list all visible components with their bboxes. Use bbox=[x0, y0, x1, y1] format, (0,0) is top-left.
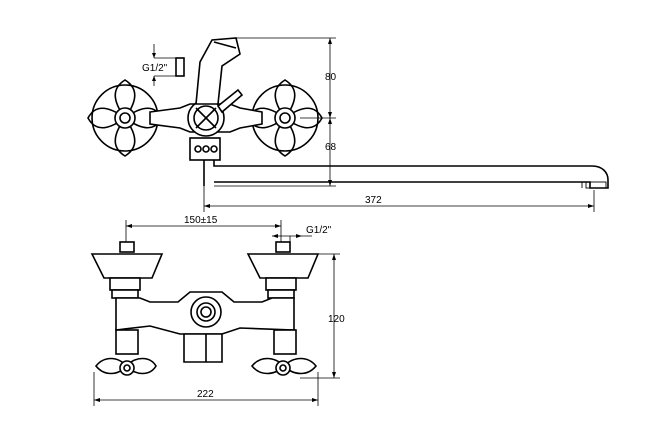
front-left-handle bbox=[90, 241, 164, 299]
front-body bbox=[115, 291, 295, 363]
dim-68-label: 68 bbox=[325, 142, 337, 153]
top-shower-outlet bbox=[175, 37, 241, 105]
front-view: 150±15 G1/2" bbox=[90, 215, 345, 406]
top-thread-label: G1/2" bbox=[142, 63, 168, 74]
dim-80-label: 80 bbox=[325, 72, 337, 83]
top-left-cross-handle bbox=[87, 79, 163, 157]
top-thread-callout: G1/2" bbox=[142, 44, 176, 86]
top-vertical-dimensions: 80 68 bbox=[214, 37, 337, 187]
top-view: G1/2" 80 68 372 bbox=[87, 37, 609, 212]
front-centers-dimension: 150±15 bbox=[125, 215, 282, 248]
dim-222-label: 222 bbox=[197, 389, 214, 400]
front-width-dimension: 222 bbox=[93, 372, 319, 406]
front-right-handle bbox=[246, 241, 320, 299]
dim-120-label: 120 bbox=[328, 314, 345, 325]
front-bottom-levers bbox=[94, 329, 318, 376]
dim-372-label: 372 bbox=[365, 195, 382, 206]
top-spout-length-dimension: 372 bbox=[203, 186, 595, 212]
front-thread-label: G1/2" bbox=[306, 225, 332, 236]
top-spout bbox=[189, 137, 609, 189]
dim-150-label: 150±15 bbox=[184, 215, 218, 226]
front-height-dimension: 120 bbox=[300, 253, 345, 379]
